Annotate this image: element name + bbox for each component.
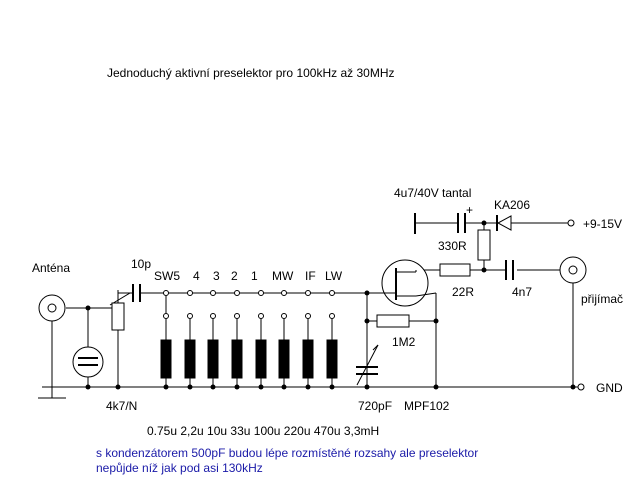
supply-label: +9-15V (583, 217, 622, 231)
receiver-connector (559, 256, 587, 284)
switch-label-3: 2 (231, 269, 238, 283)
resistor-1m2 (376, 314, 410, 328)
fet-transistor (381, 259, 437, 307)
resistor-330r (477, 229, 491, 261)
note-line-1: s kondenzátorem 500pF budou lépe rozmíst… (96, 446, 478, 460)
switch-position-labels: SW5 4 3 2 1 MW IF LW (154, 269, 343, 283)
potentiometer-4k7 (111, 302, 125, 331)
variable-capacitor-label: 720pF (358, 399, 392, 413)
resistor-330r-label: 330R (438, 239, 467, 253)
switch-label-4: 1 (251, 269, 258, 283)
junction-dots (85, 220, 576, 390)
switch-label-7: LW (325, 269, 343, 283)
switch-contact-4 (255, 290, 267, 390)
tantal-polarity-mark: + (466, 203, 473, 217)
resistor-22r (439, 263, 471, 277)
switch-contact-5 (278, 290, 290, 390)
diode-label: KA206 (494, 198, 530, 212)
antenna-connector (38, 294, 66, 322)
switch-label-5: MW (272, 269, 294, 283)
switch-contact-1 (184, 290, 196, 390)
inductance-values: 0.75u 2,2u 10u 33u 100u 220u 470u 3,3mH (147, 424, 379, 438)
fet-label: MPF102 (404, 399, 450, 413)
receiver-label: přijímač (581, 292, 623, 306)
capacitor-4n7-label: 4n7 (512, 285, 532, 299)
resistor-1m2-label: 1M2 (392, 335, 416, 349)
switch-label-2: 3 (213, 269, 220, 283)
wiring (42, 213, 582, 398)
switch-contact-7 (326, 290, 338, 390)
capacitor-4n7 (505, 260, 514, 280)
note-line-2: nepůjde níž jak pod asi 130kHz (96, 461, 263, 475)
switch-contact-6 (302, 290, 314, 390)
switch-label-1: 4 (193, 269, 200, 283)
diode-ka206 (496, 215, 512, 231)
capacitor-10p-label: 10p (131, 257, 151, 271)
input-trimmer-capacitor (72, 346, 104, 378)
gnd-terminal (577, 383, 585, 391)
antenna-label: Anténa (32, 261, 70, 275)
variable-capacitor-720pf (356, 344, 379, 386)
capacitor-10p (132, 284, 141, 302)
gnd-label: GND (596, 381, 623, 395)
resistor-22r-label: 22R (452, 285, 474, 299)
supply-terminal (567, 219, 575, 227)
capacitor-tantal (457, 213, 466, 233)
switch-label-6: IF (305, 269, 316, 283)
switch-label-0: SW5 (154, 269, 180, 283)
band-switch (160, 290, 338, 390)
potentiometer-label: 4k7/N (106, 399, 137, 413)
switch-contact-0 (160, 290, 172, 390)
diagram-title: Jednoduchý aktivní preselektor pro 100kH… (107, 66, 394, 80)
switch-contact-3 (231, 290, 243, 390)
switch-contact-2 (207, 290, 219, 390)
capacitor-tantal-label: 4u7/40V tantal (394, 186, 471, 200)
